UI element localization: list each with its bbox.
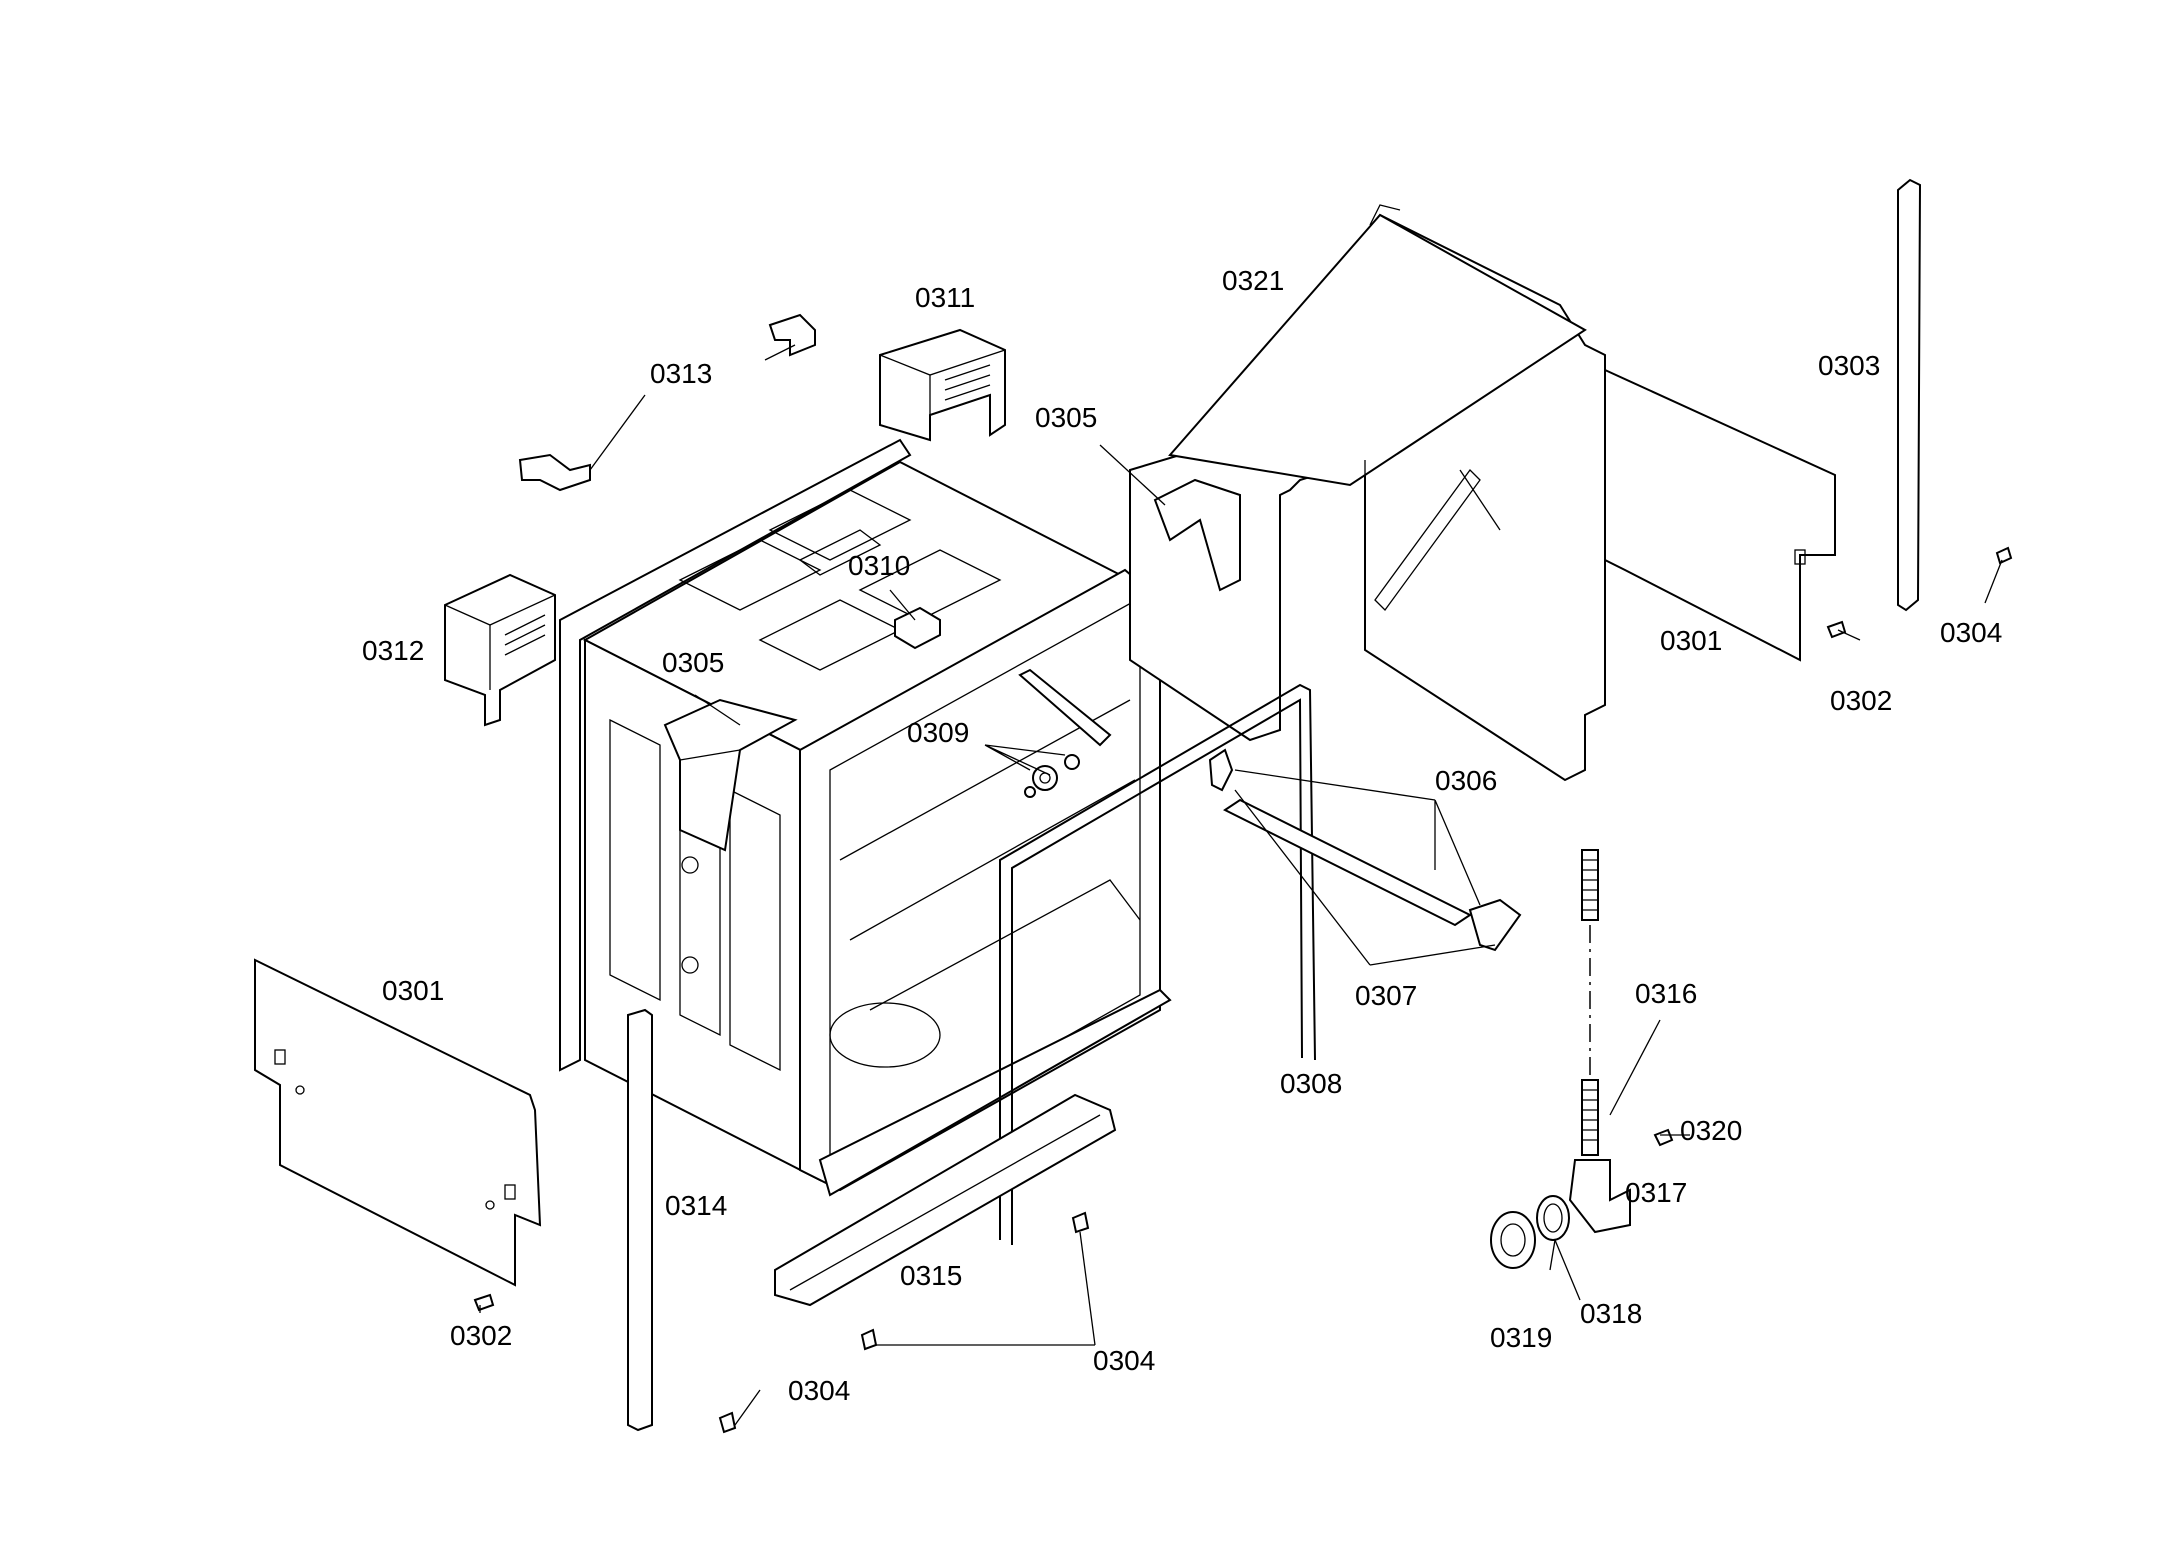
label-0314: 0314 (665, 1190, 727, 1221)
part-0304-screw-mid-a (1071, 1211, 1090, 1234)
label-0320: 0320 (1680, 1115, 1742, 1146)
part-0304-screw-left (718, 1411, 737, 1434)
part-0304-screw-mid-b (860, 1328, 878, 1351)
part-0306-rod (1208, 748, 1522, 952)
part-0312-block (444, 573, 556, 727)
part-0301-right-panel (1604, 368, 1836, 662)
part-0302-screw-right (1826, 620, 1847, 639)
part-labels: 0301 0301 0302 0302 0303 0304 0304 0304 … (362, 265, 2002, 1406)
label-0308: 0308 (1280, 1068, 1342, 1099)
part-0316-hose (1581, 849, 1599, 1156)
part-0318-ring (1536, 1195, 1570, 1241)
part-0310-clip (894, 606, 941, 650)
label-0304-right: 0304 (1940, 617, 2002, 648)
label-0301-left: 0301 (382, 975, 444, 1006)
label-0313: 0313 (650, 358, 712, 389)
part-0313-bracket-upper (768, 313, 816, 357)
part-0314-strip (627, 1008, 653, 1432)
leader-lines (479, 344, 2003, 1426)
part-0311-block (879, 328, 1006, 442)
label-0302-left: 0302 (450, 1320, 512, 1351)
part-0313-bracket-lower (518, 453, 591, 492)
label-0305-right: 0305 (1035, 402, 1097, 433)
label-0302-right: 0302 (1830, 685, 1892, 716)
label-0317: 0317 (1625, 1177, 1687, 1208)
label-0319: 0319 (1490, 1322, 1552, 1353)
label-0305-left: 0305 (662, 647, 724, 678)
part-0321-enclosure (1129, 204, 1606, 782)
part-0304-screw-right (1995, 546, 2013, 565)
label-0301-right: 0301 (1660, 625, 1722, 656)
part-0303-strip (1897, 178, 1922, 612)
label-0307: 0307 (1355, 980, 1417, 1011)
label-0303: 0303 (1818, 350, 1880, 381)
label-0318: 0318 (1580, 1298, 1642, 1329)
part-0315-base-rail (774, 1093, 1117, 1307)
label-0312: 0312 (362, 635, 424, 666)
part-0302-screw-left (473, 1293, 495, 1312)
label-0311: 0311 (915, 282, 975, 313)
label-0316: 0316 (1635, 978, 1697, 1009)
label-0310: 0310 (848, 550, 910, 581)
part-0305-right-bracket (1153, 478, 1241, 592)
label-0304-bottom-left: 0304 (788, 1375, 850, 1406)
part-0307-clip (1208, 748, 1234, 792)
label-0315: 0315 (900, 1260, 962, 1291)
label-0304-bottom-mid: 0304 (1093, 1345, 1155, 1376)
label-0306: 0306 (1435, 765, 1497, 796)
part-0317-elbow (1568, 1159, 1631, 1234)
part-0305-left-bracket (663, 698, 798, 852)
part-0308-door-seal (999, 683, 1316, 1240)
part-0301-left-panel (254, 958, 542, 1287)
part-0319-cap (1490, 1211, 1536, 1269)
label-0321: 0321 (1222, 265, 1284, 296)
part-0320-screw (1653, 1128, 1674, 1147)
label-0309: 0309 (907, 717, 969, 748)
part-0309-fasteners (1018, 668, 1112, 798)
